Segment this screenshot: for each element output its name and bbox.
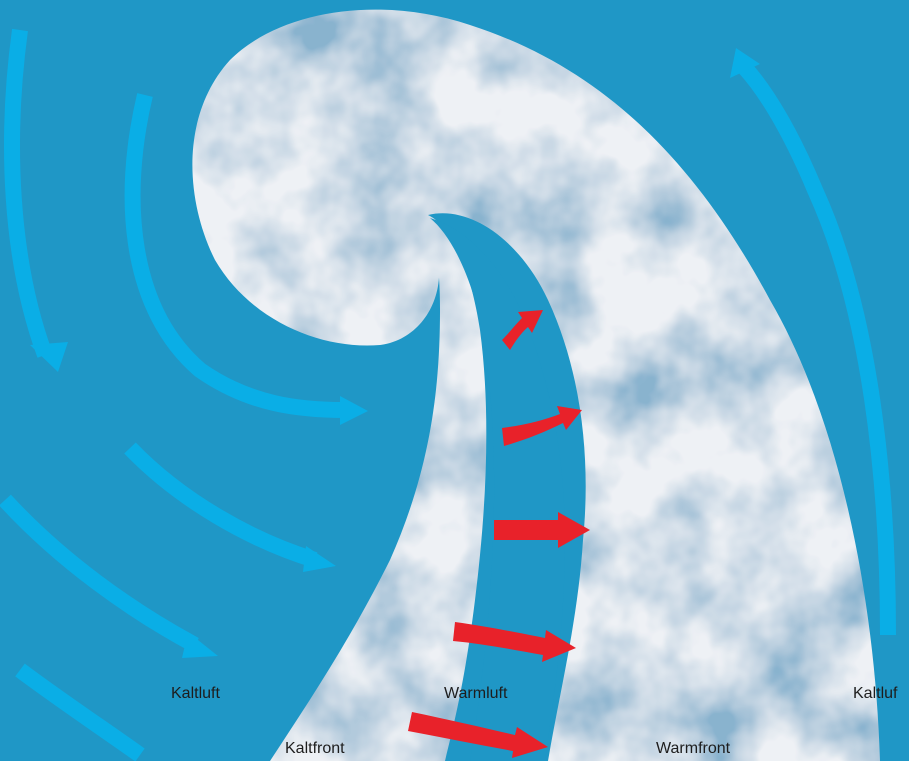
cold-arrow-2 (124, 93, 346, 418)
warm-air-arrows (408, 310, 590, 758)
cold-arrow-3 (124, 442, 318, 568)
cold-arrow-1-head (30, 342, 68, 372)
cold-arrow-1 (4, 28, 53, 358)
warm-arrow-3 (494, 512, 590, 548)
cold-air-arrows (0, 28, 896, 761)
label-warmfront: Warmfront (656, 740, 731, 757)
cold-arrow-4-head (182, 632, 218, 658)
cold-arrow-2-head (340, 396, 368, 425)
warm-sector (430, 218, 565, 761)
cold-arrow-3-head (303, 546, 336, 572)
warm-arrow-2 (502, 406, 582, 446)
warm-arrow-1 (502, 310, 543, 350)
cold-arrow-6 (739, 62, 896, 636)
label-kaltfront: Kaltfront (285, 740, 345, 757)
label-kaltluft-left: Kaltluft (171, 685, 220, 702)
cold-arrow-6-head (730, 48, 760, 78)
cold-arrow-4 (0, 494, 199, 653)
label-kaltluft-right: Kaltluf (853, 685, 898, 702)
warm-arrow-5 (408, 712, 548, 758)
label-warmluft: Warmluft (444, 685, 508, 702)
cold-arrow-5 (15, 663, 145, 761)
warm-arrow-4 (453, 622, 576, 662)
